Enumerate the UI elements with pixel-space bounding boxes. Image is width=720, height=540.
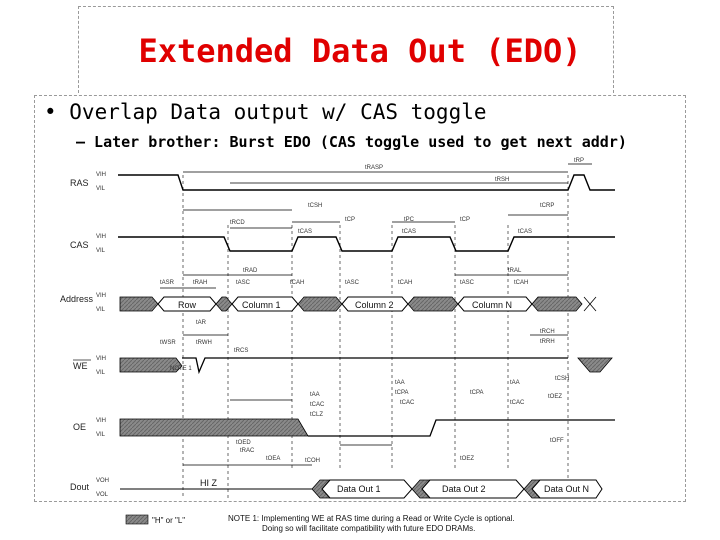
svg-text:tCAH: tCAH bbox=[514, 280, 528, 286]
svg-text:VIL: VIL bbox=[96, 186, 106, 192]
svg-text:tOEZ: tOEZ bbox=[548, 394, 562, 400]
svg-text:VIH: VIH bbox=[96, 418, 106, 424]
svg-text:tCAS: tCAS bbox=[518, 229, 532, 235]
svg-text:tRCD: tRCD bbox=[230, 220, 245, 226]
svg-text:tWSR: tWSR bbox=[160, 340, 176, 346]
guide-lines bbox=[182, 175, 569, 498]
note-line2: Doing so will facilitate compatibility w… bbox=[262, 524, 475, 533]
svg-text:tRCH: tRCH bbox=[540, 329, 555, 335]
diagram-legend: "H" or "L" NOTE 1: Implementing WE at RA… bbox=[125, 514, 515, 533]
note1-ref: NOTE 1 bbox=[170, 366, 192, 372]
slide-title: Extended Data Out (EDO) bbox=[138, 32, 582, 70]
svg-text:tRAC: tRAC bbox=[240, 448, 255, 454]
svg-text:VIL: VIL bbox=[96, 248, 106, 254]
svg-text:tAA: tAA bbox=[510, 380, 520, 386]
signal-labels: RAS CAS Address WE OE Dout bbox=[60, 178, 94, 492]
svg-text:tCAH: tCAH bbox=[398, 280, 412, 286]
svg-text:tCOH: tCOH bbox=[305, 458, 320, 464]
svg-text:tCPA: tCPA bbox=[470, 390, 484, 396]
addr-col2: Column 2 bbox=[355, 300, 394, 310]
svg-text:VOH: VOH bbox=[96, 478, 109, 484]
svg-text:VOL: VOL bbox=[96, 492, 109, 498]
svg-text:tOED: tOED bbox=[236, 440, 251, 446]
note-line1: NOTE 1: Implementing WE at RAS time duri… bbox=[228, 514, 515, 523]
svg-text:VIL: VIL bbox=[96, 370, 106, 376]
signal-we: WE bbox=[73, 361, 88, 371]
svg-text:tAA: tAA bbox=[395, 380, 405, 386]
svg-text:tCSH: tCSH bbox=[555, 376, 569, 382]
addr-col1: Column 1 bbox=[242, 300, 281, 310]
svg-text:tCSH: tCSH bbox=[308, 203, 322, 209]
svg-text:tCP: tCP bbox=[460, 217, 470, 223]
svg-text:VIL: VIL bbox=[96, 432, 106, 438]
level-labels: VIH VIL VIH VIL VIH VIL VIH VIL VIH VIL … bbox=[96, 172, 109, 498]
dout-waveform: HI Z Data Out 1 Data Out 2 Data Out N bbox=[120, 478, 603, 499]
bullet-main: • Overlap Data output w/ CAS toggle bbox=[44, 100, 487, 124]
svg-text:tRASP: tRASP bbox=[365, 165, 383, 171]
svg-text:VIL: VIL bbox=[96, 307, 106, 313]
svg-text:tOEZ: tOEZ bbox=[460, 456, 474, 462]
svg-text:tCRP: tCRP bbox=[540, 203, 554, 209]
svg-text:tCAS: tCAS bbox=[402, 229, 416, 235]
svg-text:tCAC: tCAC bbox=[510, 400, 525, 406]
content-frame bbox=[34, 95, 686, 502]
svg-text:"H" or "L": "H" or "L" bbox=[152, 516, 185, 525]
svg-text:tCAS: tCAS bbox=[298, 229, 312, 235]
svg-text:tASC: tASC bbox=[236, 280, 251, 286]
svg-text:tASC: tASC bbox=[345, 280, 360, 286]
signal-cas: CAS bbox=[70, 240, 89, 250]
svg-text:VIH: VIH bbox=[96, 356, 106, 362]
svg-text:tRRH: tRRH bbox=[540, 339, 555, 345]
svg-text:tCAC: tCAC bbox=[400, 400, 415, 406]
svg-text:tRAD: tRAD bbox=[243, 268, 258, 274]
svg-text:tOFF: tOFF bbox=[550, 438, 564, 444]
dout2: Data Out 2 bbox=[442, 484, 486, 494]
svg-text:tRAH: tRAH bbox=[193, 280, 207, 286]
svg-text:tASR: tASR bbox=[160, 280, 175, 286]
signal-oe: OE bbox=[73, 422, 86, 432]
svg-text:tCPA: tCPA bbox=[395, 390, 409, 396]
svg-text:tRSH: tRSH bbox=[495, 177, 509, 183]
svg-text:tCP: tCP bbox=[345, 217, 355, 223]
svg-text:tRWH: tRWH bbox=[196, 340, 212, 346]
timing-arrows bbox=[160, 163, 592, 466]
signal-dout: Dout bbox=[70, 482, 90, 492]
svg-text:tAR: tAR bbox=[196, 320, 207, 326]
svg-text:tCLZ: tCLZ bbox=[310, 412, 323, 418]
svg-text:VIH: VIH bbox=[96, 172, 106, 178]
cas-waveform bbox=[118, 236, 615, 252]
svg-text:tPC: tPC bbox=[404, 217, 415, 223]
ras-waveform bbox=[118, 174, 615, 191]
svg-text:tCAC: tCAC bbox=[310, 402, 325, 408]
hiz-label: HI Z bbox=[200, 478, 218, 488]
oe-waveform bbox=[119, 418, 615, 437]
we-waveform: NOTE 1 bbox=[119, 357, 613, 375]
svg-text:VIH: VIH bbox=[96, 293, 106, 299]
doutn: Data Out N bbox=[544, 484, 589, 494]
svg-text:tRP: tRP bbox=[574, 158, 584, 164]
svg-text:tOEA: tOEA bbox=[266, 456, 280, 462]
signal-ras: RAS bbox=[70, 178, 89, 188]
signal-address: Address bbox=[60, 294, 94, 304]
bullet-sub: – Later brother: Burst EDO (CAS toggle u… bbox=[76, 133, 627, 151]
svg-text:tAA: tAA bbox=[310, 392, 320, 398]
addr-coln: Column N bbox=[472, 300, 512, 310]
timing-labels: tRASP tRP tRSH tCSH tCRP tRCD tCP tCP tC… bbox=[160, 158, 584, 464]
dout1: Data Out 1 bbox=[337, 484, 381, 494]
addr-row: Row bbox=[178, 300, 197, 310]
svg-text:tCAH: tCAH bbox=[290, 280, 304, 286]
svg-text:VIH: VIH bbox=[96, 234, 106, 240]
svg-text:tRAL: tRAL bbox=[508, 268, 522, 274]
svg-text:tRCS: tRCS bbox=[234, 348, 248, 354]
address-waveform: Row Column 1 Column 2 Column N bbox=[119, 296, 597, 312]
title-frame bbox=[78, 6, 614, 93]
svg-text:tASC: tASC bbox=[460, 280, 475, 286]
